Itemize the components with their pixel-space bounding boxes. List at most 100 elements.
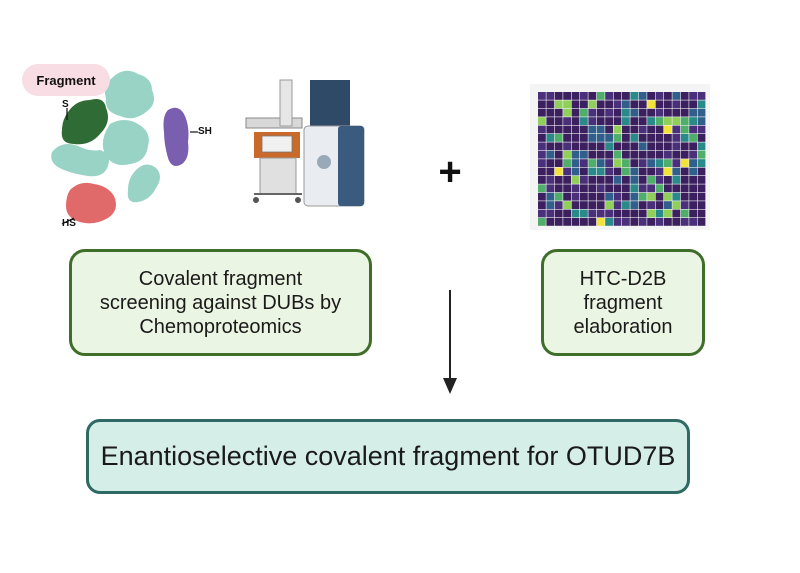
heatmap-cell bbox=[538, 117, 546, 125]
heatmap-cell bbox=[689, 125, 697, 134]
heatmap-cell bbox=[689, 134, 697, 142]
heatmap-cell bbox=[554, 201, 563, 209]
heatmap-cell bbox=[697, 134, 706, 142]
heatmap-cell bbox=[563, 201, 571, 209]
heatmap-cell bbox=[655, 167, 664, 176]
heatmap-cell bbox=[546, 125, 555, 134]
heatmap-cell bbox=[605, 201, 613, 209]
heatmap-cell bbox=[630, 142, 639, 151]
heatmap-cell bbox=[680, 192, 689, 201]
heatmap-cell bbox=[554, 159, 563, 167]
heatmap-cell bbox=[689, 100, 697, 109]
heatmap-cell bbox=[689, 117, 697, 125]
heatmap-cell bbox=[647, 108, 655, 117]
heatmap-cell bbox=[672, 125, 681, 134]
heatmap-cell bbox=[546, 176, 555, 184]
heatmap-cell bbox=[622, 100, 630, 109]
heatmap-cell bbox=[638, 192, 647, 201]
fragment-label-pill: Fragment bbox=[22, 64, 110, 96]
heatmap-cell bbox=[664, 100, 672, 109]
heatmap-cell bbox=[664, 176, 672, 184]
heatmap-cell bbox=[554, 92, 563, 100]
heatmap-cell bbox=[664, 108, 672, 117]
heatmap-cell bbox=[588, 201, 597, 209]
heatmap-cell bbox=[655, 159, 664, 167]
heatmap-cell bbox=[613, 108, 622, 117]
heatmap-cell bbox=[538, 108, 546, 117]
heatmap-cell bbox=[580, 201, 588, 209]
heatmap-cell bbox=[680, 209, 689, 218]
heatmap-cell bbox=[596, 201, 605, 209]
heatmap-cell bbox=[546, 142, 555, 151]
heatmap-cell bbox=[647, 167, 655, 176]
heatmap-cell bbox=[596, 117, 605, 125]
screening-line-2: screening against DUBs by bbox=[99, 291, 342, 314]
heatmap-cell bbox=[571, 201, 580, 209]
heatmap-cell bbox=[680, 117, 689, 125]
heatmap-cell bbox=[546, 117, 555, 125]
heatmap-cell bbox=[638, 92, 647, 100]
heatmap-cell bbox=[588, 218, 597, 226]
heatmap-cell bbox=[638, 142, 647, 151]
heatmap-cell bbox=[571, 176, 580, 184]
heatmap-cell bbox=[689, 108, 697, 117]
heatmap-cell bbox=[630, 92, 639, 100]
heatmap-cell bbox=[622, 184, 630, 193]
heatmap-cell bbox=[664, 125, 672, 134]
sh-label: SH bbox=[198, 126, 212, 137]
heatmap-cell bbox=[613, 192, 622, 201]
heatmap-cell bbox=[697, 192, 706, 201]
heatmap-cell bbox=[588, 134, 597, 142]
htc-line-3: elaboration bbox=[573, 315, 673, 338]
heatmap-cell bbox=[538, 150, 546, 159]
heatmap-cell bbox=[630, 108, 639, 117]
heatmap-cell bbox=[680, 134, 689, 142]
htc-line-2: fragment bbox=[583, 291, 663, 314]
heatmap-cell bbox=[554, 167, 563, 176]
heatmap-cell bbox=[689, 176, 697, 184]
heatmap-cell bbox=[697, 100, 706, 109]
heatmap-cell bbox=[580, 159, 588, 167]
heatmap-cell bbox=[664, 192, 672, 201]
heatmap-cell bbox=[605, 142, 613, 151]
heatmap-cell bbox=[638, 184, 647, 193]
heatmap-cell bbox=[613, 159, 622, 167]
heatmap-cell bbox=[664, 142, 672, 151]
heatmap-cell bbox=[563, 159, 571, 167]
heatmap-cell bbox=[630, 201, 639, 209]
heatmap-cell bbox=[605, 108, 613, 117]
heatmap-cell bbox=[697, 209, 706, 218]
heatmap-cell bbox=[605, 192, 613, 201]
heatmap-cell bbox=[655, 100, 664, 109]
heatmap-cell bbox=[571, 125, 580, 134]
heatmap-cell bbox=[638, 100, 647, 109]
screening-text: Covalent fragment screening against DUBs… bbox=[100, 267, 341, 339]
heatmap-cell bbox=[630, 150, 639, 159]
heatmap-cell bbox=[638, 201, 647, 209]
heatmap-cell bbox=[647, 92, 655, 100]
heatmap-cell bbox=[613, 201, 622, 209]
heatmap-cell bbox=[655, 117, 664, 125]
heatmap-cell bbox=[647, 100, 655, 109]
heatmap-cell bbox=[647, 201, 655, 209]
heatmap-grid-icon bbox=[530, 84, 710, 230]
heatmap-cell bbox=[655, 192, 664, 201]
heatmap-cell bbox=[638, 150, 647, 159]
heatmap-cell bbox=[613, 100, 622, 109]
heatmap-cell bbox=[605, 184, 613, 193]
heatmap-cell bbox=[655, 176, 664, 184]
heatmap-cell bbox=[672, 108, 681, 117]
s-label: S bbox=[62, 99, 69, 110]
heatmap-cell bbox=[655, 201, 664, 209]
heatmap-cell bbox=[580, 117, 588, 125]
heatmap-cell bbox=[689, 150, 697, 159]
heatmap-cell bbox=[588, 167, 597, 176]
heatmap-cell bbox=[554, 176, 563, 184]
heatmap-cell bbox=[580, 125, 588, 134]
heatmap-cell bbox=[613, 117, 622, 125]
heatmap-cell bbox=[554, 192, 563, 201]
heatmap-cell bbox=[571, 108, 580, 117]
heatmap-cell bbox=[622, 142, 630, 151]
heatmap-cell bbox=[605, 100, 613, 109]
heatmap-cell bbox=[672, 134, 681, 142]
